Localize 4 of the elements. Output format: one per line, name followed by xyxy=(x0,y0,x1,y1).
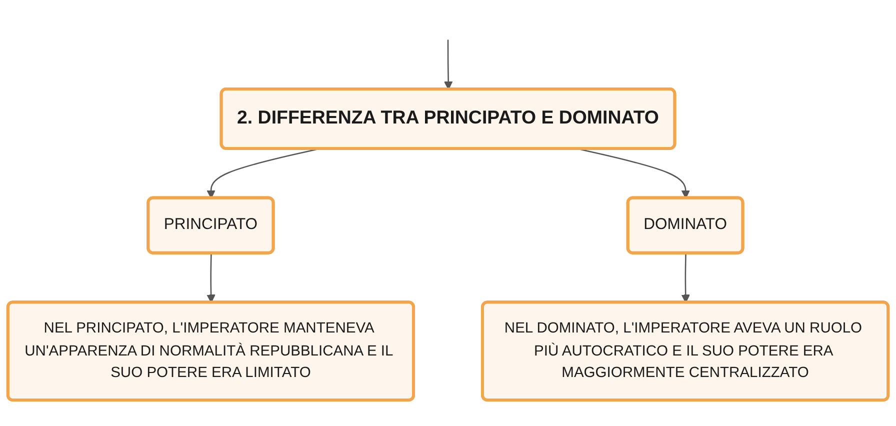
arrow xyxy=(206,148,319,199)
arrow xyxy=(206,253,216,303)
arrow xyxy=(444,40,453,90)
arrow xyxy=(681,253,690,303)
